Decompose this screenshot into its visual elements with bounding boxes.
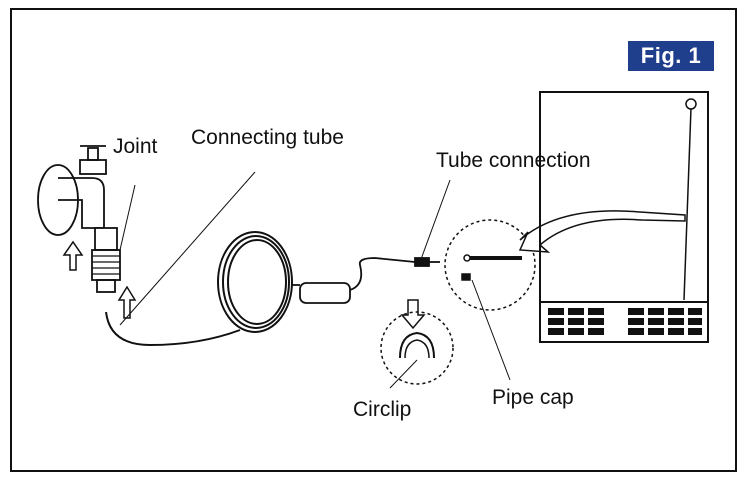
up-arrow-icon — [62, 240, 137, 319]
curved-arrow-icon — [518, 210, 686, 253]
connecting-tube-pointer-line — [119, 171, 256, 326]
label-pipe-cap: Pipe cap — [492, 386, 574, 409]
device-grille — [548, 308, 702, 335]
tube-filter — [292, 257, 440, 304]
pipe-cap-detail — [444, 219, 536, 381]
joint-pointer-line — [119, 184, 136, 251]
faucet-illustration — [37, 145, 121, 293]
circlip-detail — [380, 179, 454, 389]
hose-path — [105, 311, 241, 347]
device-unit — [539, 91, 709, 343]
diagram-frame — [10, 8, 737, 472]
coiled-tube — [217, 231, 293, 333]
label-tube-connection: Tube connection — [436, 149, 591, 172]
label-connecting-tube: Connecting tube — [191, 126, 344, 149]
label-circlip: Circlip — [353, 398, 412, 421]
label-joint: Joint — [113, 135, 158, 158]
figure-badge: Fig. 1 — [628, 41, 714, 71]
